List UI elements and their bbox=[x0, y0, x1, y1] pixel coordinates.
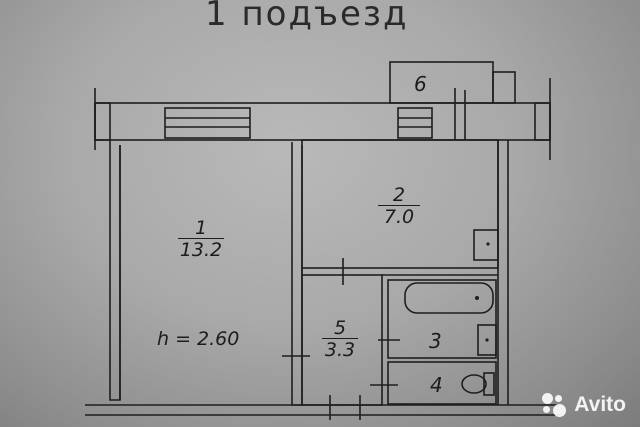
bathtub-icon bbox=[404, 282, 494, 314]
avito-watermark: Avito bbox=[540, 391, 626, 419]
window-room-2 bbox=[397, 107, 433, 139]
room-2-label: 2 7.0 bbox=[378, 185, 420, 227]
bottom-wall bbox=[85, 404, 560, 416]
room-3-label: 3 bbox=[429, 329, 442, 353]
avito-watermark-text: Avito bbox=[574, 393, 626, 416]
room-4-outline bbox=[370, 361, 497, 405]
room-5-label: 5 3.3 bbox=[322, 318, 358, 360]
sink-icon bbox=[477, 324, 497, 356]
entrance-heading: 1 подъезд bbox=[205, 0, 409, 34]
room-1-label: 1 13.2 bbox=[178, 217, 224, 261]
room-1-outline bbox=[109, 140, 303, 406]
room-6-outline bbox=[389, 61, 516, 140]
room-2-outline bbox=[301, 139, 509, 405]
top-wall bbox=[94, 78, 551, 160]
room-5-outline bbox=[282, 274, 498, 420]
room-4-label: 4 bbox=[430, 373, 443, 397]
stove-icon bbox=[473, 229, 499, 261]
room-3-outline bbox=[378, 279, 497, 359]
ceiling-height-label: h = 2.60 bbox=[157, 328, 240, 350]
window-room-1 bbox=[164, 107, 251, 139]
toilet-icon bbox=[461, 374, 487, 394]
avito-logo-icon bbox=[540, 391, 568, 419]
room-6-label: 6 bbox=[414, 72, 427, 96]
